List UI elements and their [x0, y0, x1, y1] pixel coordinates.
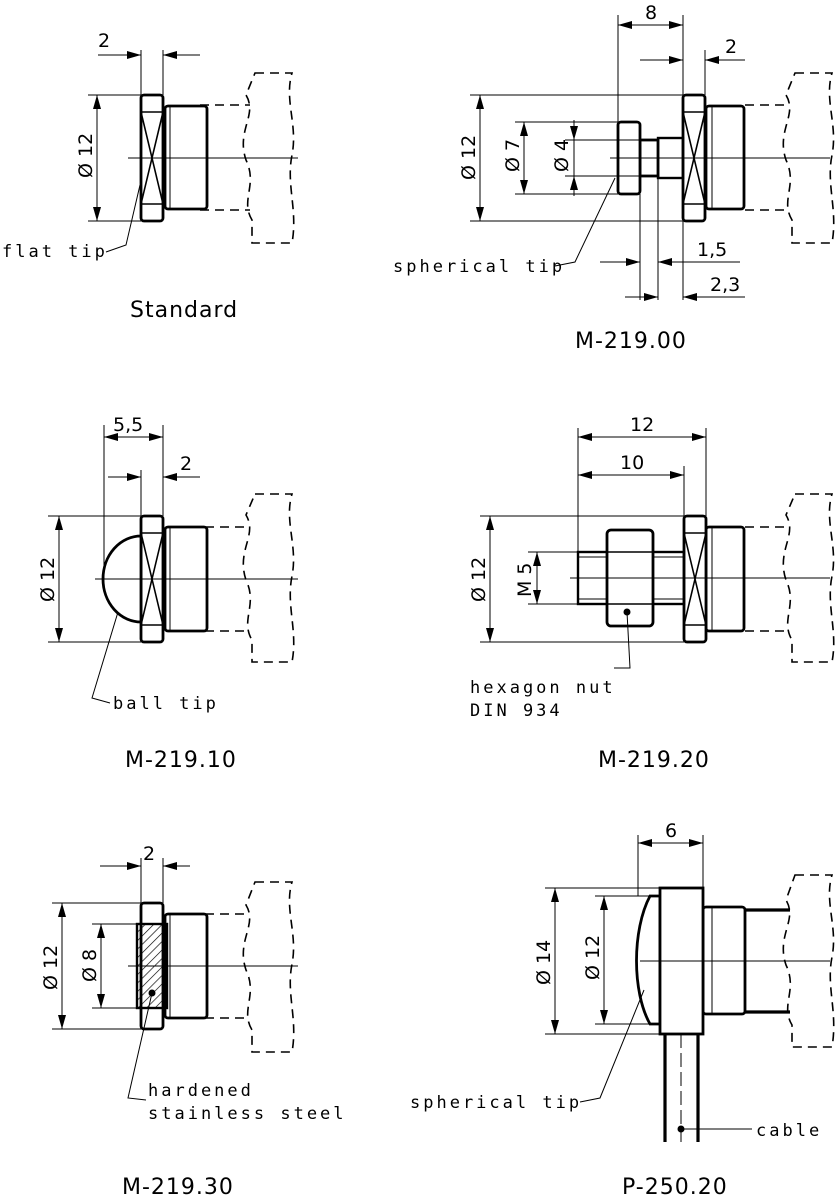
drawing-standard: 2 Ø 12 flat tip Standard [2, 30, 298, 323]
title-m-219-30: M-219.30 [122, 1175, 234, 1200]
dim-2: 2 [98, 30, 110, 52]
housing-outline [782, 72, 835, 244]
callout-spherical-tip: spherical tip [393, 257, 565, 277]
callout-flat-tip: flat tip [2, 242, 108, 262]
dim-dia-12: Ø 12 [37, 557, 59, 602]
dim-2: 2 [725, 36, 737, 58]
dim-2: 2 [143, 843, 155, 865]
callout-cable: cable [756, 1121, 822, 1141]
dim-dia-12: Ø 12 [582, 935, 604, 980]
dim-8: 8 [645, 2, 657, 24]
housing-outline [782, 874, 835, 1048]
dim-10: 10 [620, 452, 644, 474]
drawing-p-250-20: 6 Ø 14 Ø 12 spherical tip cable P-250.20 [410, 820, 835, 1200]
drawing-m-219-20: 12 10 Ø 12 M 5 hexagon nut DIN 934 M-219… [468, 414, 835, 773]
dim-dia-12: Ø 12 [75, 133, 97, 178]
housing-outline [782, 493, 835, 663]
callout-hexagon-nut: hexagon nut [470, 678, 616, 698]
dim-m5: M 5 [514, 562, 536, 597]
drawing-m-219-30: 2 Ø 12 Ø 8 hardened stainless steel M-21… [40, 843, 347, 1200]
dim-2: 2 [180, 453, 192, 475]
dim-dia-12: Ø 12 [458, 135, 480, 180]
dim-dia-7: Ø 7 [502, 139, 524, 172]
dim-dia-12: Ø 12 [468, 557, 490, 602]
housing-outline [242, 881, 295, 1053]
dim-6: 6 [665, 820, 677, 842]
dim-5-5: 5,5 [113, 414, 143, 436]
callout-hardened: hardened [148, 1081, 254, 1101]
callout-stainless-steel: stainless steel [148, 1104, 347, 1124]
dim-dia-4: Ø 4 [551, 139, 573, 172]
callout-ball-tip: ball tip [113, 694, 219, 714]
dim-dia-12: Ø 12 [40, 945, 62, 990]
dim-12: 12 [630, 414, 654, 436]
dim-1-5: 1,5 [697, 239, 727, 261]
title-m-219-00: M-219.00 [575, 329, 687, 354]
housing-outline [242, 72, 295, 244]
callout-spherical-tip: spherical tip [410, 1093, 582, 1113]
dim-2-3: 2,3 [710, 274, 740, 296]
title-standard: Standard [130, 298, 238, 323]
callout-din-934: DIN 934 [470, 701, 563, 721]
drawing-m-219-00: 8 2 Ø 12 Ø 7 Ø 4 1,5 [393, 2, 835, 354]
title-m-219-10: M-219.10 [125, 748, 237, 773]
drawing-m-219-10: 5,5 2 Ø 12 ball tip M-219.10 [37, 414, 298, 773]
dim-dia-14: Ø 14 [533, 940, 555, 985]
dim-dia-8: Ø 8 [79, 949, 101, 982]
housing-outline [242, 493, 295, 663]
title-p-250-20: P-250.20 [622, 1175, 728, 1200]
title-m-219-20: M-219.20 [598, 748, 710, 773]
